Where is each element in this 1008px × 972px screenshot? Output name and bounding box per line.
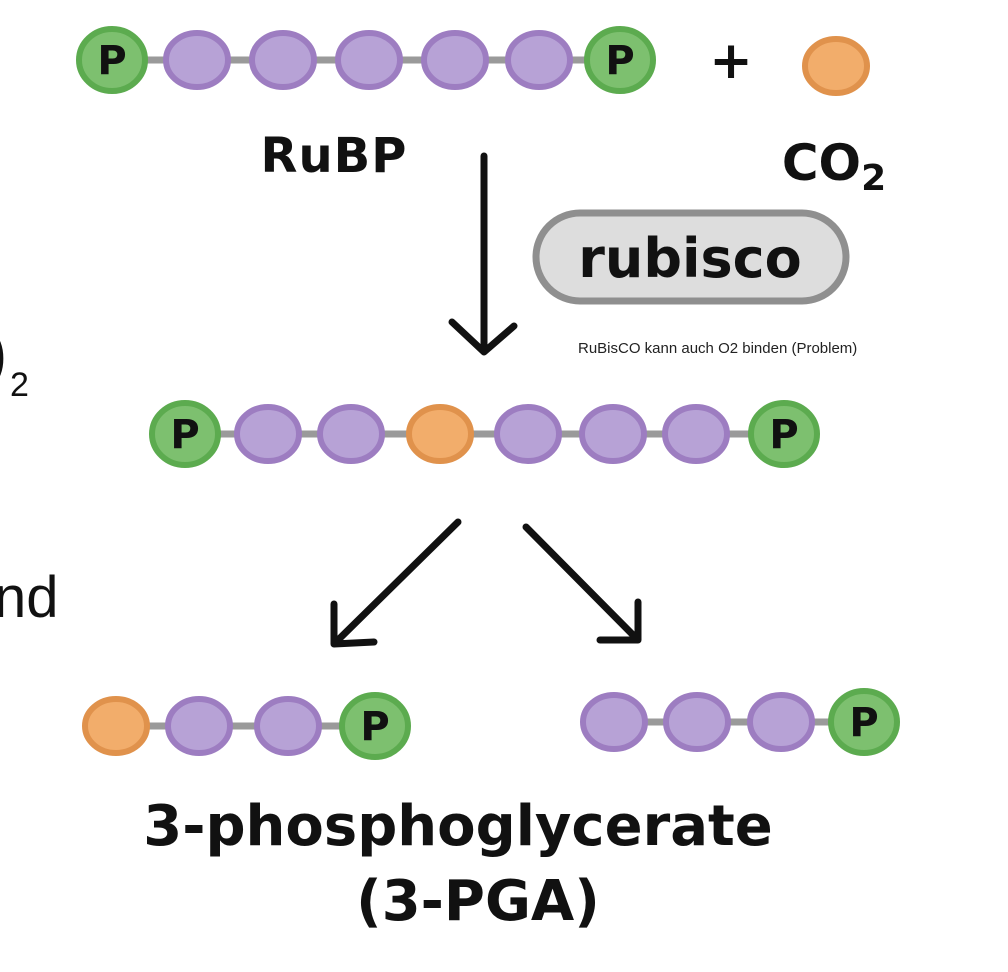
reaction-arrow-down — [448, 152, 518, 356]
phosphate-group — [76, 26, 148, 94]
rubisco-oxygen-note: RuBisCO kann auch O2 binden (Problem) — [578, 340, 857, 357]
carbon-atom — [249, 30, 317, 90]
carbon-atom — [335, 30, 403, 90]
phosphate-group — [584, 26, 656, 94]
rubp-label: RuBP — [261, 128, 408, 184]
co2-carbon-atom — [802, 36, 870, 96]
co2-molecule — [802, 36, 870, 96]
phosphate-group — [149, 400, 221, 468]
rubisco-enzyme: rubisco — [532, 209, 850, 305]
plus-sign: + — [709, 31, 753, 91]
rubisco-enzyme-shape — [532, 209, 850, 305]
phosphate-group — [748, 400, 820, 468]
carbon-atom — [163, 30, 231, 90]
co2-carbon-atom — [406, 404, 474, 464]
carbon-atom — [165, 696, 233, 756]
carbon-atom — [494, 404, 562, 464]
pga-molecule-right: P — [580, 688, 900, 756]
pga-molecule-left: P — [82, 692, 411, 760]
arrow-split-left — [330, 518, 462, 648]
carbon-atom — [505, 30, 573, 90]
product-name-label: 3-phosphoglycerate — [143, 794, 773, 859]
phosphate-label: P — [605, 38, 634, 84]
co2-label: CO2 — [782, 134, 886, 199]
co2-label-subscript: 2 — [861, 158, 886, 199]
split-arrows — [330, 518, 642, 648]
phosphate-label: P — [360, 704, 389, 750]
phosphate-label: P — [769, 412, 798, 458]
slide-fragment-word: nd — [0, 565, 59, 630]
carbon-atom — [579, 404, 647, 464]
slide-fragment-subscript: 2 — [10, 366, 29, 404]
arrow-split-right — [522, 523, 642, 644]
rubisco-label: rubisco — [578, 227, 802, 290]
phosphate-label: P — [97, 38, 126, 84]
phosphate-label: P — [170, 412, 199, 458]
co2-label-main: CO — [782, 134, 861, 192]
phosphate-group — [339, 692, 411, 760]
carbon-atom — [234, 404, 302, 464]
phosphate-group — [828, 688, 900, 756]
product-abbreviation-label: (3-PGA) — [356, 869, 600, 934]
slide-fragment-char: ) — [0, 317, 7, 389]
carbon-atom — [662, 404, 730, 464]
carbon-atom — [421, 30, 489, 90]
phosphate-label: P — [849, 700, 878, 746]
carbon-atom — [663, 692, 731, 752]
carbon-atom — [580, 692, 648, 752]
carbon-atom — [747, 692, 815, 752]
carbon-atom — [317, 404, 385, 464]
carbon-atom — [254, 696, 322, 756]
co2-carbon-atom — [82, 696, 150, 756]
slide-text-fragments: ) 2 nd — [0, 317, 59, 630]
